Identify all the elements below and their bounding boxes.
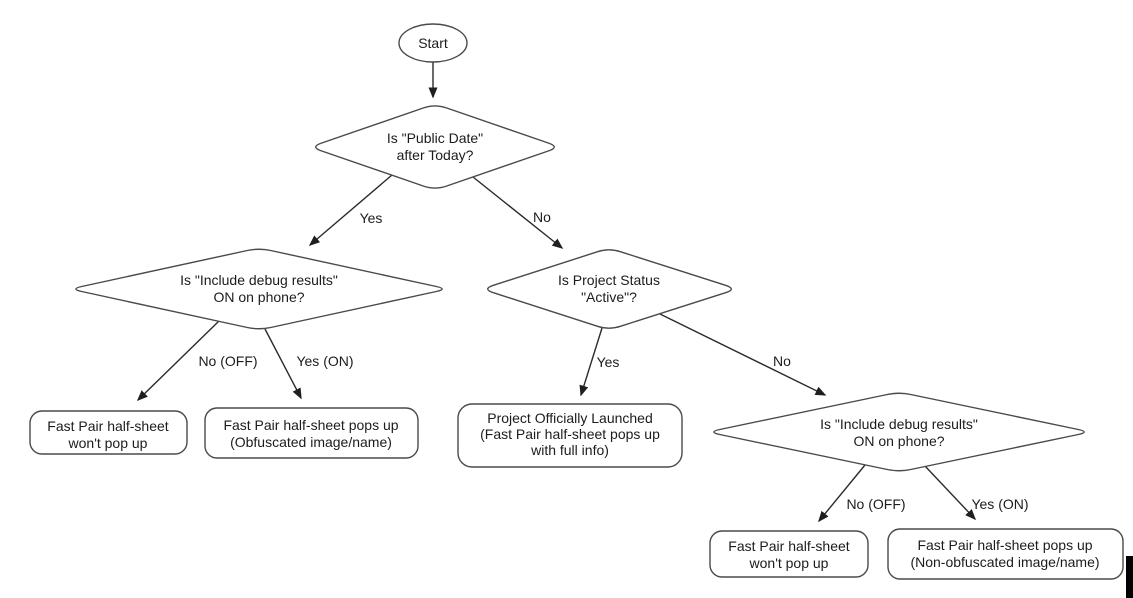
non-obfuscated-line-2: (Non-obfuscated image/name)	[910, 554, 1099, 570]
debug-right-line-1: Is "Include debug results"	[820, 416, 978, 432]
project-status-diamond	[487, 249, 733, 329]
launched-line-3: with full info)	[530, 442, 609, 458]
no-popup-left-line-1: Fast Pair half-sheet	[47, 418, 168, 434]
debug-right-diamond	[713, 392, 1085, 472]
non-obfuscated-line-1: Fast Pair half-sheet pops up	[917, 537, 1092, 553]
edge-label-debug-left-yes: Yes (ON)	[296, 353, 353, 369]
edge-label-debug-right-no: No (OFF)	[846, 496, 905, 512]
start-label: Start	[418, 35, 448, 51]
edge-label-public-date-no: No	[533, 209, 551, 225]
project-status-line-1: Is Project Status	[558, 272, 660, 288]
no-popup-left-box	[29, 410, 188, 455]
node-debug-left-decision: Is "Include debug results" ON on phone?	[75, 248, 443, 330]
no-popup-left-line-2: won't pop up	[68, 435, 148, 451]
edge-debug-left-no	[136, 320, 220, 402]
public-date-line-1: Is "Public Date"	[387, 130, 483, 146]
edge-debug-left-yes	[264, 328, 302, 400]
node-launched: Project Officially Launched (Fast Pair h…	[457, 403, 683, 468]
node-obfuscated: Fast Pair half-sheet pops up (Obfuscated…	[204, 407, 419, 459]
public-date-line-2: after Today?	[397, 147, 474, 163]
public-date-diamond	[315, 105, 556, 189]
node-project-status-decision: Is Project Status "Active"?	[487, 249, 733, 329]
edge-project-status-no	[659, 313, 827, 396]
debug-right-line-2: ON on phone?	[853, 433, 944, 449]
obfuscated-line-1: Fast Pair half-sheet pops up	[223, 417, 398, 433]
edge-public-date-yes	[308, 174, 393, 246]
node-no-popup-left: Fast Pair half-sheet won't pop up	[29, 410, 188, 455]
obfuscated-box	[204, 407, 419, 459]
text-cursor-artifact	[1126, 556, 1133, 598]
edge-label-project-status-yes: Yes	[597, 354, 620, 370]
edge-labels: Yes No No (OFF) Yes (ON) Yes No No (OFF)…	[198, 209, 1028, 512]
node-start: Start	[398, 23, 468, 63]
node-non-obfuscated: Fast Pair half-sheet pops up (Non-obfusc…	[887, 528, 1124, 580]
debug-left-diamond	[75, 248, 443, 330]
project-status-line-2: "Active"?	[581, 289, 637, 305]
debug-left-line-2: ON on phone?	[213, 289, 304, 305]
launched-line-2: (Fast Pair half-sheet pops up	[480, 426, 660, 442]
launched-line-1: Project Officially Launched	[487, 410, 653, 426]
node-debug-right-decision: Is "Include debug results" ON on phone?	[713, 392, 1085, 472]
non-obfuscated-box	[887, 528, 1124, 580]
edge-debug-right-no	[818, 464, 866, 523]
start-ellipse	[398, 23, 468, 63]
edges	[136, 62, 977, 523]
edge-label-debug-left-no: No (OFF)	[198, 353, 257, 369]
edge-label-debug-right-yes: Yes (ON)	[971, 496, 1028, 512]
no-popup-right-line-2: won't pop up	[749, 555, 829, 571]
edge-label-public-date-yes: Yes	[360, 210, 383, 226]
obfuscated-line-2: (Obfuscated image/name)	[230, 434, 392, 450]
node-public-date-decision: Is "Public Date" after Today?	[315, 105, 556, 189]
debug-left-line-1: Is "Include debug results"	[180, 272, 338, 288]
edge-debug-right-yes	[924, 465, 977, 521]
launched-box	[457, 403, 683, 468]
no-popup-right-box	[709, 530, 869, 578]
no-popup-right-line-1: Fast Pair half-sheet	[728, 538, 849, 554]
edge-project-status-yes	[579, 327, 603, 397]
edge-label-project-status-no: No	[773, 353, 791, 369]
edge-public-date-no	[472, 176, 564, 249]
node-no-popup-right: Fast Pair half-sheet won't pop up	[709, 530, 869, 578]
